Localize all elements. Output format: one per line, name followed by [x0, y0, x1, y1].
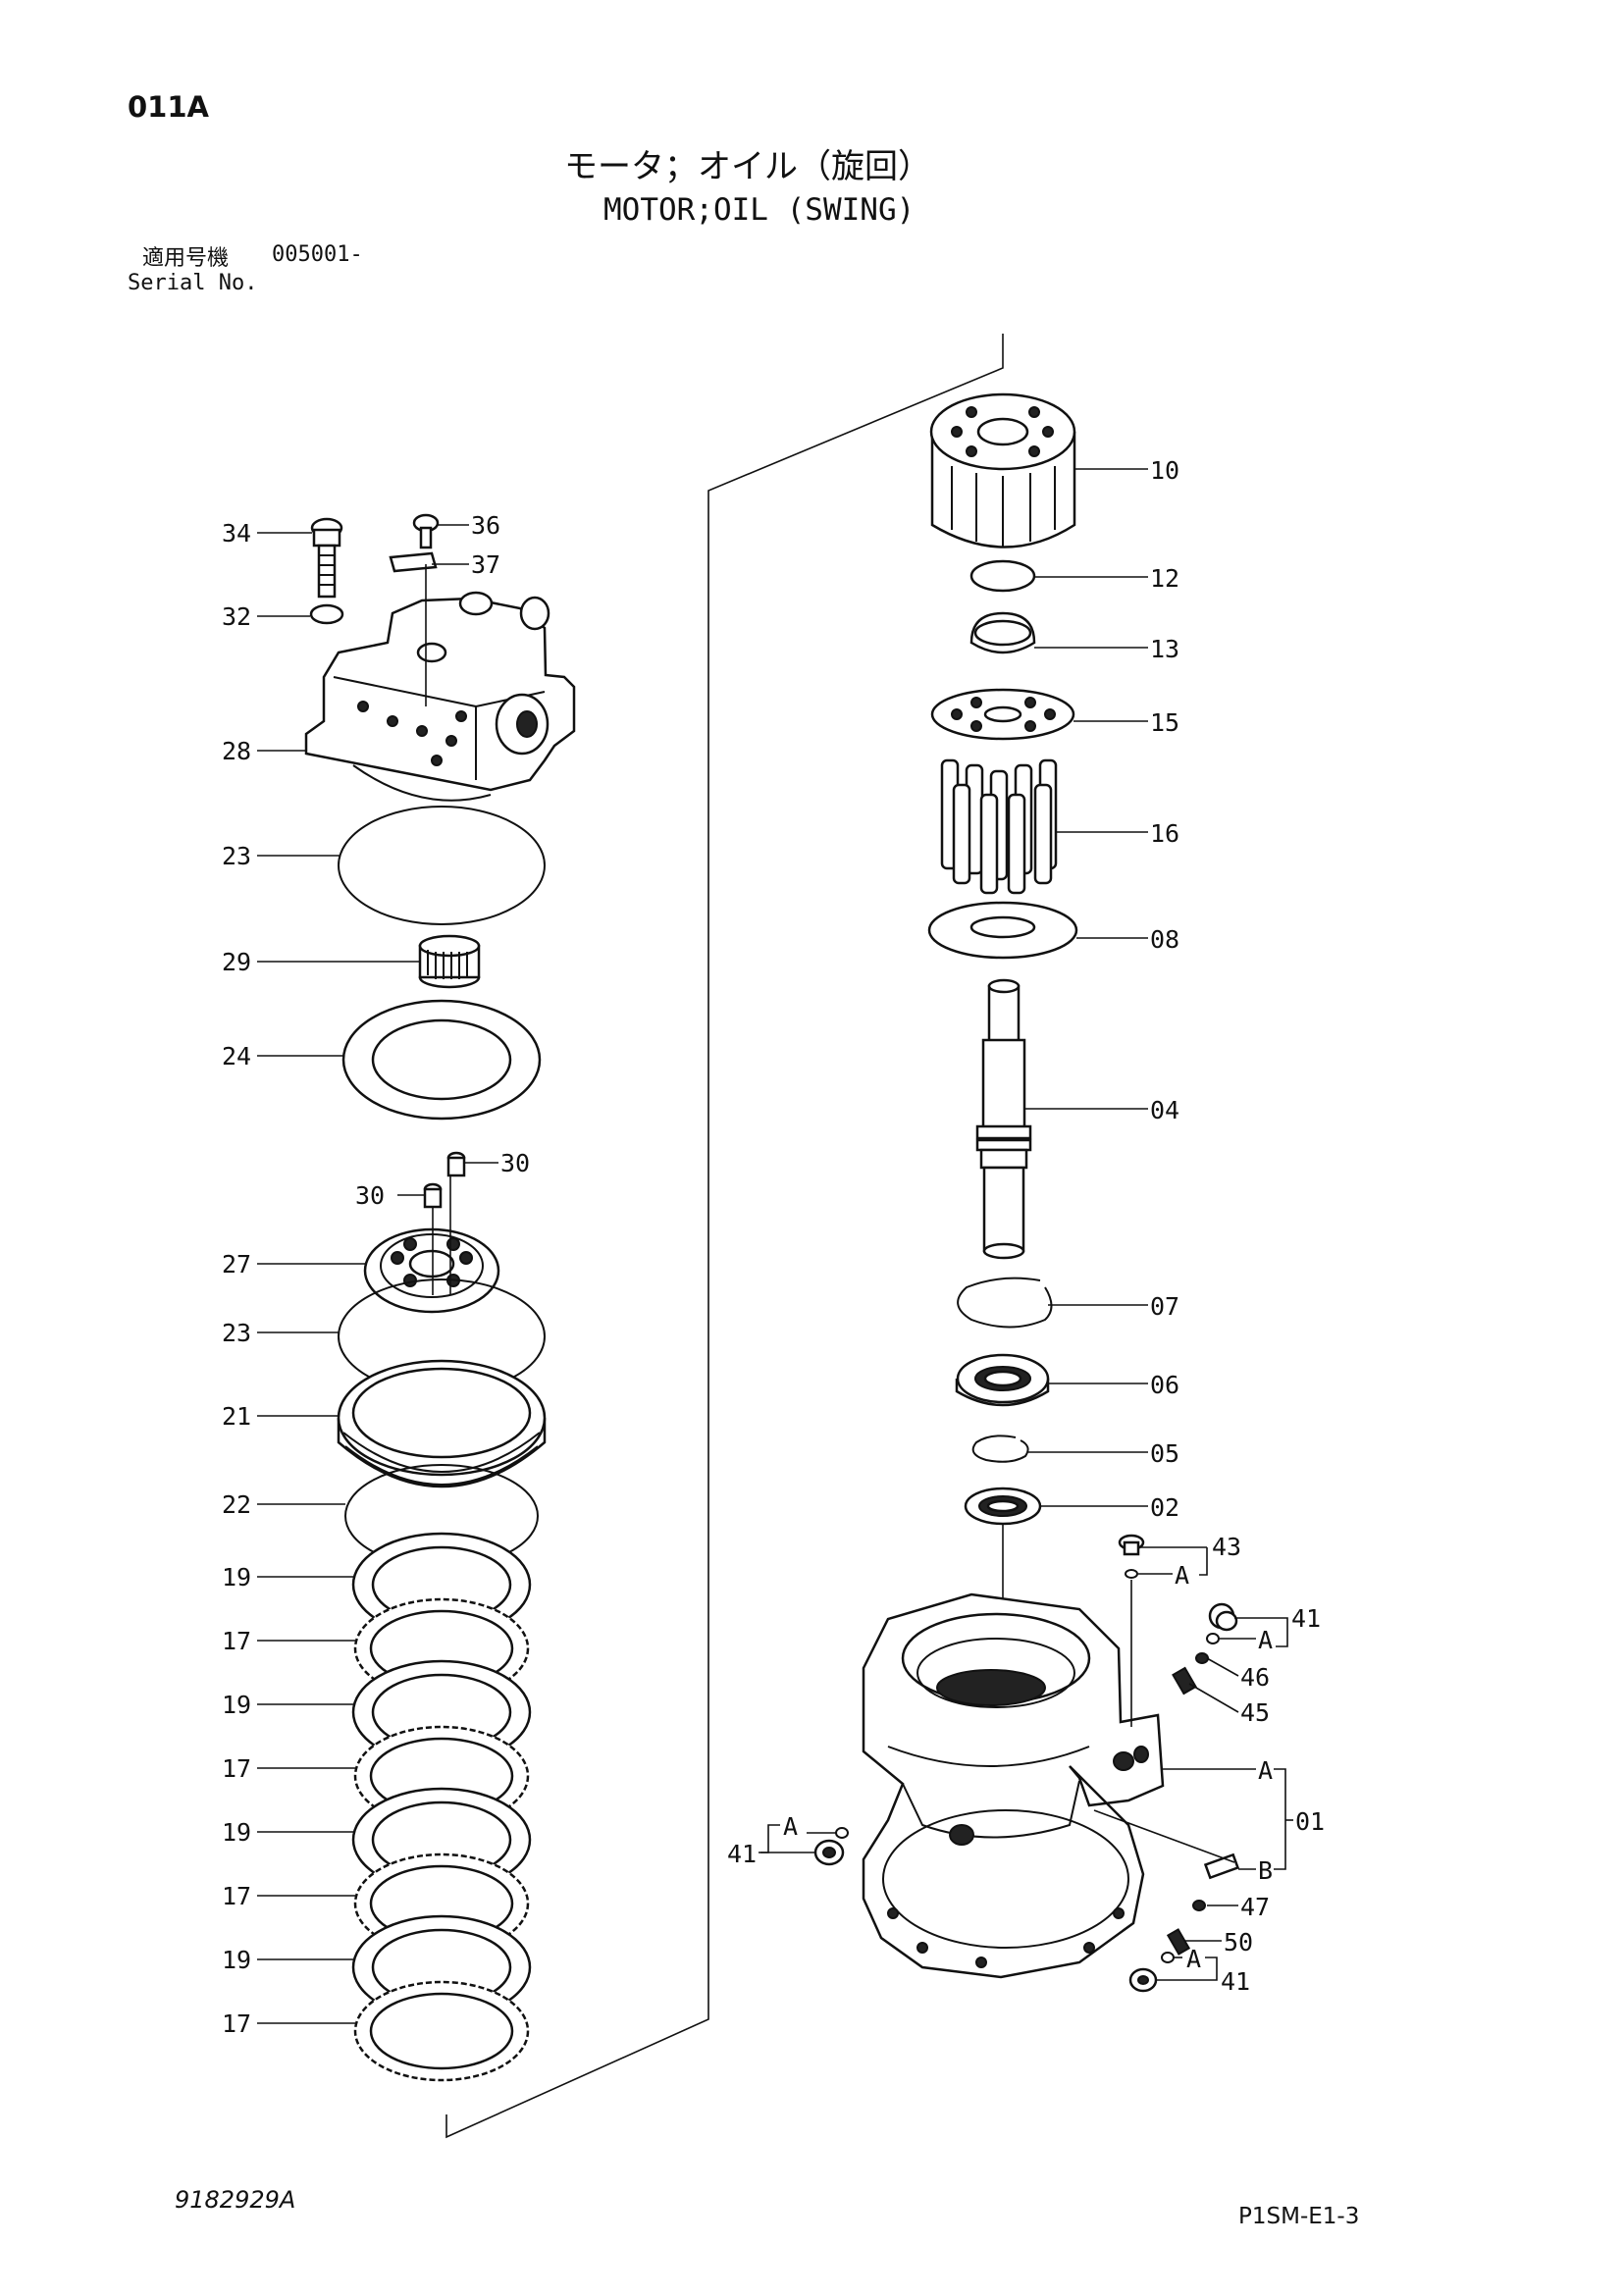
callout-41-upper: 41	[1291, 1604, 1321, 1633]
key-a-2: A	[1258, 1626, 1273, 1654]
page-code: 011A	[128, 90, 209, 124]
callout-22: 22	[222, 1490, 251, 1519]
part-retainer-27	[363, 1227, 500, 1314]
drawing-number: 9182929A	[175, 2186, 296, 2214]
callout-29: 29	[222, 948, 251, 976]
part-pin-30-b	[423, 1182, 443, 1209]
callout-10: 10	[1150, 456, 1179, 485]
callout-30-a: 30	[500, 1149, 530, 1177]
part-valve-casing-28	[304, 591, 576, 802]
part-oil-seal-02	[964, 1487, 1042, 1526]
sheet-code: P1SM-E1-3	[1238, 2204, 1360, 2229]
callout-15: 15	[1150, 708, 1179, 737]
callout-06: 06	[1150, 1371, 1179, 1399]
callout-19-c: 19	[222, 1818, 251, 1847]
serial-number-value: 005001-	[272, 242, 363, 267]
callout-12: 12	[1150, 564, 1179, 593]
callout-24: 24	[222, 1042, 251, 1070]
serial-label-japanese: 適用号機	[142, 246, 230, 271]
serial-label-english: Serial No.	[128, 271, 258, 295]
part-spherical-bushing-13	[969, 611, 1036, 654]
callout-41-left: 41	[727, 1840, 757, 1868]
callout-34: 34	[222, 519, 251, 548]
part-check-valve-47	[1192, 1852, 1240, 1911]
part-washer-32	[309, 603, 344, 625]
callout-17-a: 17	[222, 1627, 251, 1655]
left-leader-lines	[257, 524, 498, 2024]
callout-30-b: 30	[355, 1181, 385, 1210]
key-a-1: A	[1175, 1561, 1189, 1590]
part-ball-bearing-06	[955, 1353, 1050, 1407]
key-a-5: A	[783, 1812, 798, 1841]
callout-17-d: 17	[222, 2009, 251, 2038]
part-snap-ring-07	[957, 1277, 1053, 1329]
callout-45: 45	[1240, 1698, 1270, 1727]
callout-02: 02	[1150, 1493, 1179, 1522]
part-plug-41-upper	[1208, 1602, 1238, 1632]
part-drive-shaft-04	[975, 978, 1032, 1260]
callout-43: 43	[1212, 1533, 1241, 1561]
title-english: MOTOR;OIL (SWING)	[603, 192, 916, 228]
callout-27: 27	[222, 1250, 251, 1278]
callout-23-upper: 23	[222, 842, 251, 870]
callout-13: 13	[1150, 635, 1179, 663]
part-brake-piston-21	[337, 1359, 547, 1488]
callout-01: 01	[1295, 1807, 1325, 1836]
part-spring-50	[1166, 1928, 1191, 1956]
title-japanese: モータ；オイル（旋回）	[564, 147, 931, 186]
part-plate-37	[389, 551, 438, 573]
callout-08: 08	[1150, 925, 1179, 954]
callout-19-d: 19	[222, 1946, 251, 1974]
part-casing-01	[862, 1592, 1165, 1979]
part-plug-41-left	[813, 1839, 845, 1866]
stack-connector-line	[445, 334, 1004, 2139]
callout-19-a: 19	[222, 1563, 251, 1592]
part-o-ring-23-upper	[338, 806, 546, 925]
callout-37: 37	[471, 550, 500, 579]
part-o-ring-41-lower	[1161, 1952, 1175, 1963]
right-leader-lines	[759, 468, 1293, 1981]
callout-16: 16	[1150, 819, 1179, 848]
key-a-3: A	[1258, 1756, 1273, 1785]
callout-07: 07	[1150, 1292, 1179, 1321]
part-bolt-34	[310, 517, 343, 599]
part-o-ring-43	[1125, 1569, 1138, 1579]
part-o-ring-41-left	[835, 1827, 849, 1839]
callout-05: 05	[1150, 1439, 1179, 1468]
callout-17-c: 17	[222, 1882, 251, 1910]
callout-19-b: 19	[222, 1691, 251, 1719]
key-a-4: A	[1186, 1945, 1201, 1973]
part-snap-ring-05	[971, 1435, 1029, 1463]
callout-46: 46	[1240, 1663, 1270, 1692]
callout-47: 47	[1240, 1893, 1270, 1921]
part-piston-set-16	[940, 758, 1058, 895]
callout-28: 28	[222, 737, 251, 765]
callout-23-lower: 23	[222, 1319, 251, 1347]
callout-04: 04	[1150, 1096, 1179, 1124]
key-b: B	[1258, 1856, 1273, 1885]
part-ring-12	[969, 559, 1036, 593]
callout-36: 36	[471, 511, 500, 540]
part-plate-24	[341, 999, 542, 1121]
part-swash-plate-08	[927, 901, 1078, 960]
callout-32: 32	[222, 602, 251, 631]
part-pin-30-a	[446, 1151, 466, 1177]
part-retainer-plate-15	[930, 688, 1075, 741]
part-plug-41-lower	[1128, 1967, 1158, 1993]
callout-41-lower: 41	[1221, 1967, 1250, 1996]
part-friction-disc-17-d	[353, 1980, 530, 2082]
callout-17-b: 17	[222, 1754, 251, 1783]
callout-50: 50	[1224, 1928, 1253, 1957]
part-plug-43	[1118, 1534, 1145, 1556]
part-seat-46	[1195, 1652, 1209, 1664]
part-spring-45	[1172, 1666, 1197, 1696]
part-screw-36	[412, 513, 440, 549]
part-o-ring-41-upper	[1206, 1633, 1220, 1644]
part-cylinder-block-10	[929, 392, 1076, 548]
part-needle-bearing-29	[418, 934, 481, 989]
callout-21: 21	[222, 1402, 251, 1431]
